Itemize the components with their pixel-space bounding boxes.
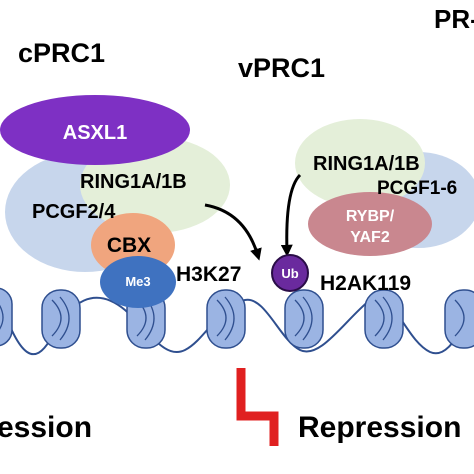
label-ring1-vprc1: RING1A/1B [313,153,420,175]
label-cbx: CBX [107,234,151,257]
heading-vprc1: vPRC1 [238,53,325,83]
heading-cprc1: cPRC1 [18,38,105,68]
me3-blob [100,256,176,308]
outcome-repression: Repression [298,411,461,444]
label-ub: Ub [281,266,298,281]
nucleosome [206,289,246,349]
label-asxl1: ASXL1 [63,122,127,144]
nucleosome [364,289,404,349]
repression-symbol [236,368,279,446]
label-h2ak119: H2AK119 [320,272,411,295]
ub-mark [271,254,309,292]
vprc1-complex: RING1A/1B PCGF1-6 RYBP/ YAF2 [295,119,474,256]
nucleosome [0,287,13,347]
nucleosome [284,289,324,349]
asxl1-blob [0,95,190,165]
cprc1-complex: ASXL1 RING1A/1B PCGF2/4 CBX Me3 H3K27 [0,95,241,308]
ring1-vprc1-blob [295,119,425,207]
label-ring1-cprc1: RING1A/1B [80,171,187,193]
label-pcgf24: PCGF2/4 [32,201,116,223]
arrow-cprc1-to-ub [204,203,262,261]
label-pcgf16: PCGF1-6 [377,178,457,199]
nucleosome [41,289,81,349]
chromatin-fiber [0,287,474,356]
rybp-yaf2-blob [308,192,432,256]
label-yaf2: YAF2 [350,229,390,246]
heading-right-clipped: PR- [434,4,474,34]
outcome-left-clipped: ession [0,411,92,444]
nucleosome [444,289,474,349]
arrow-vprc1-to-ub [280,173,302,257]
label-rybp: RYBP/ [346,208,395,225]
label-me3: Me3 [125,274,150,289]
label-h3k27: H3K27 [176,263,241,286]
